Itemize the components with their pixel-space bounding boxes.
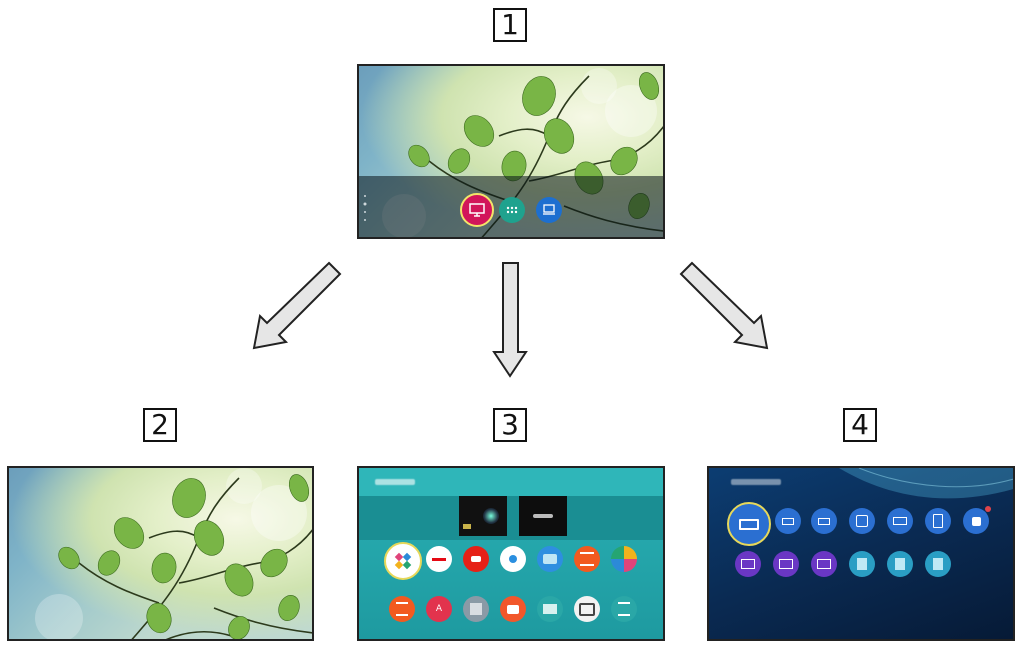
- leaf-illustration: [359, 68, 663, 237]
- network2-icon[interactable]: [887, 551, 913, 577]
- arrow-to-3: [492, 262, 528, 378]
- inputs-title: [731, 479, 781, 485]
- message-icon[interactable]: [500, 596, 526, 622]
- color-icon[interactable]: [611, 546, 637, 572]
- step-2-badge: 2: [143, 408, 177, 442]
- usb-badge: [985, 506, 991, 512]
- media-icon[interactable]: [463, 596, 489, 622]
- pc3-icon[interactable]: [811, 551, 837, 577]
- apps-grid-icon[interactable]: [499, 197, 525, 223]
- featured-camera-tile[interactable]: [459, 496, 507, 536]
- network3-icon[interactable]: [925, 551, 951, 577]
- leaf-illustration-full: [35, 468, 312, 639]
- assistant-icon[interactable]: [500, 546, 526, 572]
- browser-icon[interactable]: [537, 546, 563, 572]
- hdmi2-icon[interactable]: [775, 508, 801, 534]
- netflix-icon[interactable]: [426, 546, 452, 572]
- input-device-icon[interactable]: [536, 197, 562, 223]
- arrow-to-4: [679, 261, 769, 350]
- inputs-background-waves: [839, 468, 1013, 499]
- pc1-icon[interactable]: [735, 551, 761, 577]
- featured-dark-tile[interactable]: [519, 496, 567, 536]
- home-screen-thumbnail: [357, 64, 665, 239]
- usb-icon[interactable]: [963, 508, 989, 534]
- apps-header-bar: [359, 468, 663, 496]
- featured-row: [359, 496, 663, 540]
- pc2-icon[interactable]: [773, 551, 799, 577]
- arrow-to-2: [252, 261, 342, 350]
- tv-screen-thumbnail: [7, 466, 314, 641]
- tv-icon[interactable]: [460, 193, 494, 227]
- av-icon[interactable]: [849, 508, 875, 534]
- step-3-badge: 3: [493, 408, 527, 442]
- font-icon[interactable]: A: [426, 596, 452, 622]
- hdmi3-icon[interactable]: [811, 508, 837, 534]
- inputs-screen-thumbnail: [707, 466, 1015, 641]
- photo-icon[interactable]: [537, 596, 563, 622]
- list-icon[interactable]: [389, 596, 415, 622]
- video-icon[interactable]: [887, 508, 913, 534]
- tablet-icon[interactable]: [925, 508, 951, 534]
- youtube-icon[interactable]: [463, 546, 489, 572]
- network1-icon[interactable]: [849, 551, 875, 577]
- hdmi1-icon[interactable]: [727, 502, 771, 546]
- camera-icon[interactable]: [574, 596, 600, 622]
- settings-list-icon[interactable]: [611, 596, 637, 622]
- step-4-badge: 4: [843, 408, 877, 442]
- apps-list-icon[interactable]: [384, 542, 422, 580]
- tv-guide-icon[interactable]: [574, 546, 600, 572]
- step-1-badge: 1: [493, 8, 527, 42]
- apps-screen-thumbnail: A: [357, 466, 665, 641]
